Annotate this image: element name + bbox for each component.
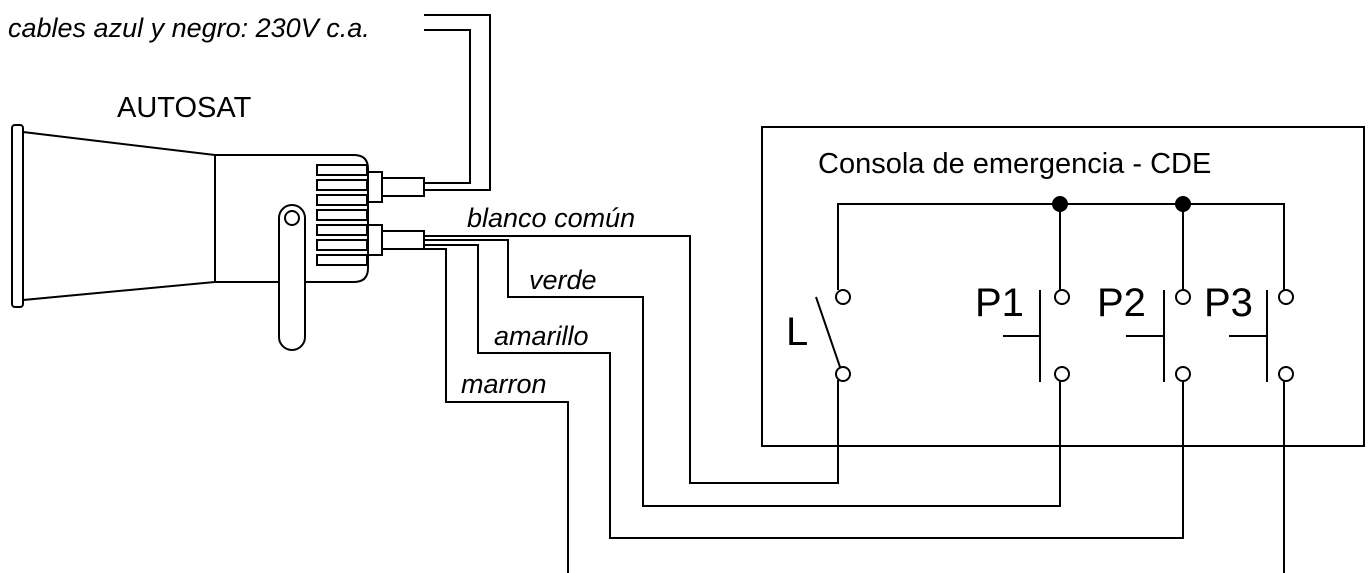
signal-wires	[424, 235, 1184, 573]
common-bus	[837, 196, 1285, 290]
button-p3-label: P3	[1204, 281, 1253, 325]
siren-device	[11, 124, 425, 351]
pushbutton-p2	[1126, 289, 1191, 382]
pushbutton-p3	[1229, 289, 1294, 382]
button-p1-label: P1	[975, 281, 1024, 325]
button-p2-label: P2	[1097, 281, 1146, 325]
power-cable	[424, 14, 491, 191]
wire-white-label: blanco común	[467, 203, 635, 233]
wire-brown-label: marron	[461, 369, 547, 399]
wire-green-label: verde	[529, 265, 597, 295]
console-box	[761, 126, 1365, 447]
switch-l	[815, 289, 851, 382]
power-cables-label: cables azul y negro: 230V c.a.	[8, 13, 370, 43]
console-title-label: Consola de emergencia - CDE	[818, 148, 1211, 180]
wire-yellow-label: amarillo	[494, 321, 589, 351]
device-name-label: AUTOSAT	[117, 92, 252, 124]
pushbutton-p1	[1003, 289, 1070, 382]
switch-l-label: L	[786, 310, 808, 354]
